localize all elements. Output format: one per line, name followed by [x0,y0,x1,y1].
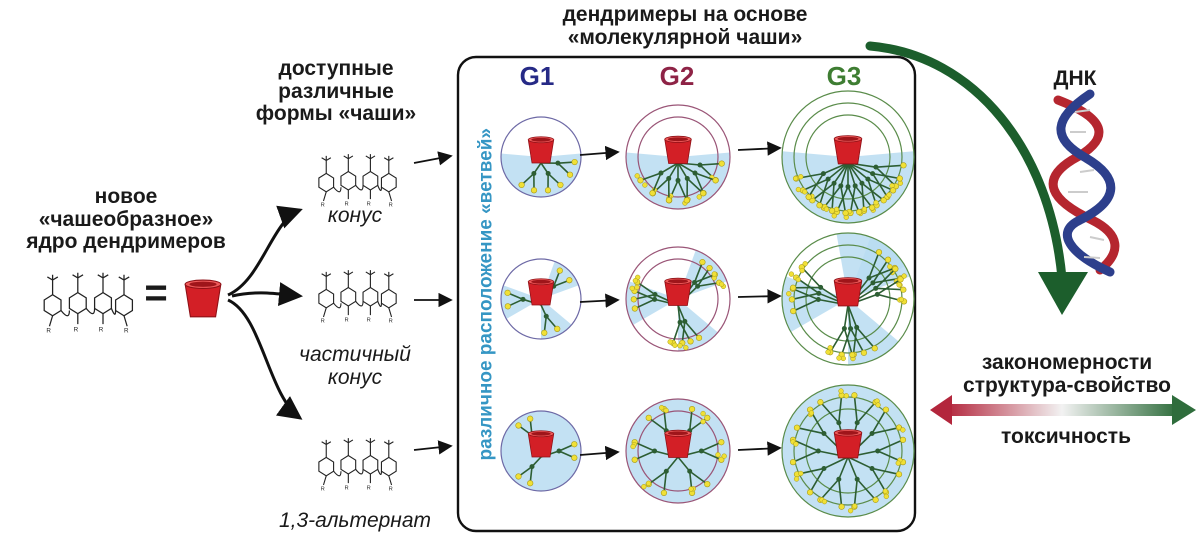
conformer-to-g1-arrows [413,151,453,455]
relations-label: закономерности структура-свойство [934,351,1200,397]
conformer-alternate-line1: 1,3-альтернат [278,509,432,532]
vertical-branch-label: различное расположение «ветвей» [475,128,497,461]
core-label-line3: ядро дендримеров [26,230,226,254]
cone-structure [318,153,397,210]
generation-arrows [579,141,782,461]
dna-label: ДНК [1053,67,1097,90]
relations-line2: структура-свойство [963,373,1171,397]
relations-line1: закономерности [981,351,1153,374]
green-curved-arrow [865,41,1088,315]
dendrimer-G3-row2 [781,232,915,366]
alternate-structure [318,437,397,494]
dendrimer-G1-row1 [500,116,582,198]
core-label-line2: «чашеобразное» [38,207,214,231]
dendrimer-G2-row3 [625,398,731,504]
dendrimer-frame [456,55,917,533]
conformer-label-alternate: 1,3-альтернат [270,509,440,533]
gradient-double-arrow [930,395,1196,425]
dendrimer-G2-row2 [625,246,731,352]
forms-label: доступные различные формы «чаши» [236,57,436,126]
dendrimer-G2-row1 [625,104,731,210]
generation-label-g1: G1 [519,61,555,91]
forms-label-line3: формы «чаши» [255,102,417,126]
dendrimer-G3-row1 [781,90,915,224]
core-label: новое «чашеобразное» ядро дендримеров [10,185,242,254]
core-calixarene-structure [43,272,134,336]
generation-label-g2: G2 [659,61,695,91]
core-label-line1: новое [94,185,158,208]
toxicity-label: токсичность [1001,425,1131,448]
partial-cone-structure [318,269,397,326]
equals-sign: = [144,271,168,315]
dna-helix [1048,89,1120,277]
generation-label-g3: G3 [826,61,862,91]
conformer-partial-cone-line1: частичный [299,343,411,366]
top-title-line1: дендримеры на основе [562,3,808,26]
dendrimer-grid [500,90,915,518]
branching-arrows [227,205,303,420]
forms-label-line1: доступные [278,57,394,80]
core-cup-icon [184,279,222,318]
conformer-cone-line1: конус [327,204,383,227]
dendrimer-G1-row3 [500,410,582,492]
top-title-line2: «молекулярной чаши» [567,25,803,49]
top-title: дендримеры на основе «молекулярной чаши» [520,3,850,49]
conformer-label-cone: конус [300,204,410,228]
forms-label-line2: различные [278,79,394,103]
dendrimer-G3-row3 [781,384,915,518]
conformer-label-partial-cone: частичный конус [280,343,430,389]
dendrimer-G1-row2 [500,258,582,340]
conformer-partial-cone-line2: конус [327,365,383,389]
